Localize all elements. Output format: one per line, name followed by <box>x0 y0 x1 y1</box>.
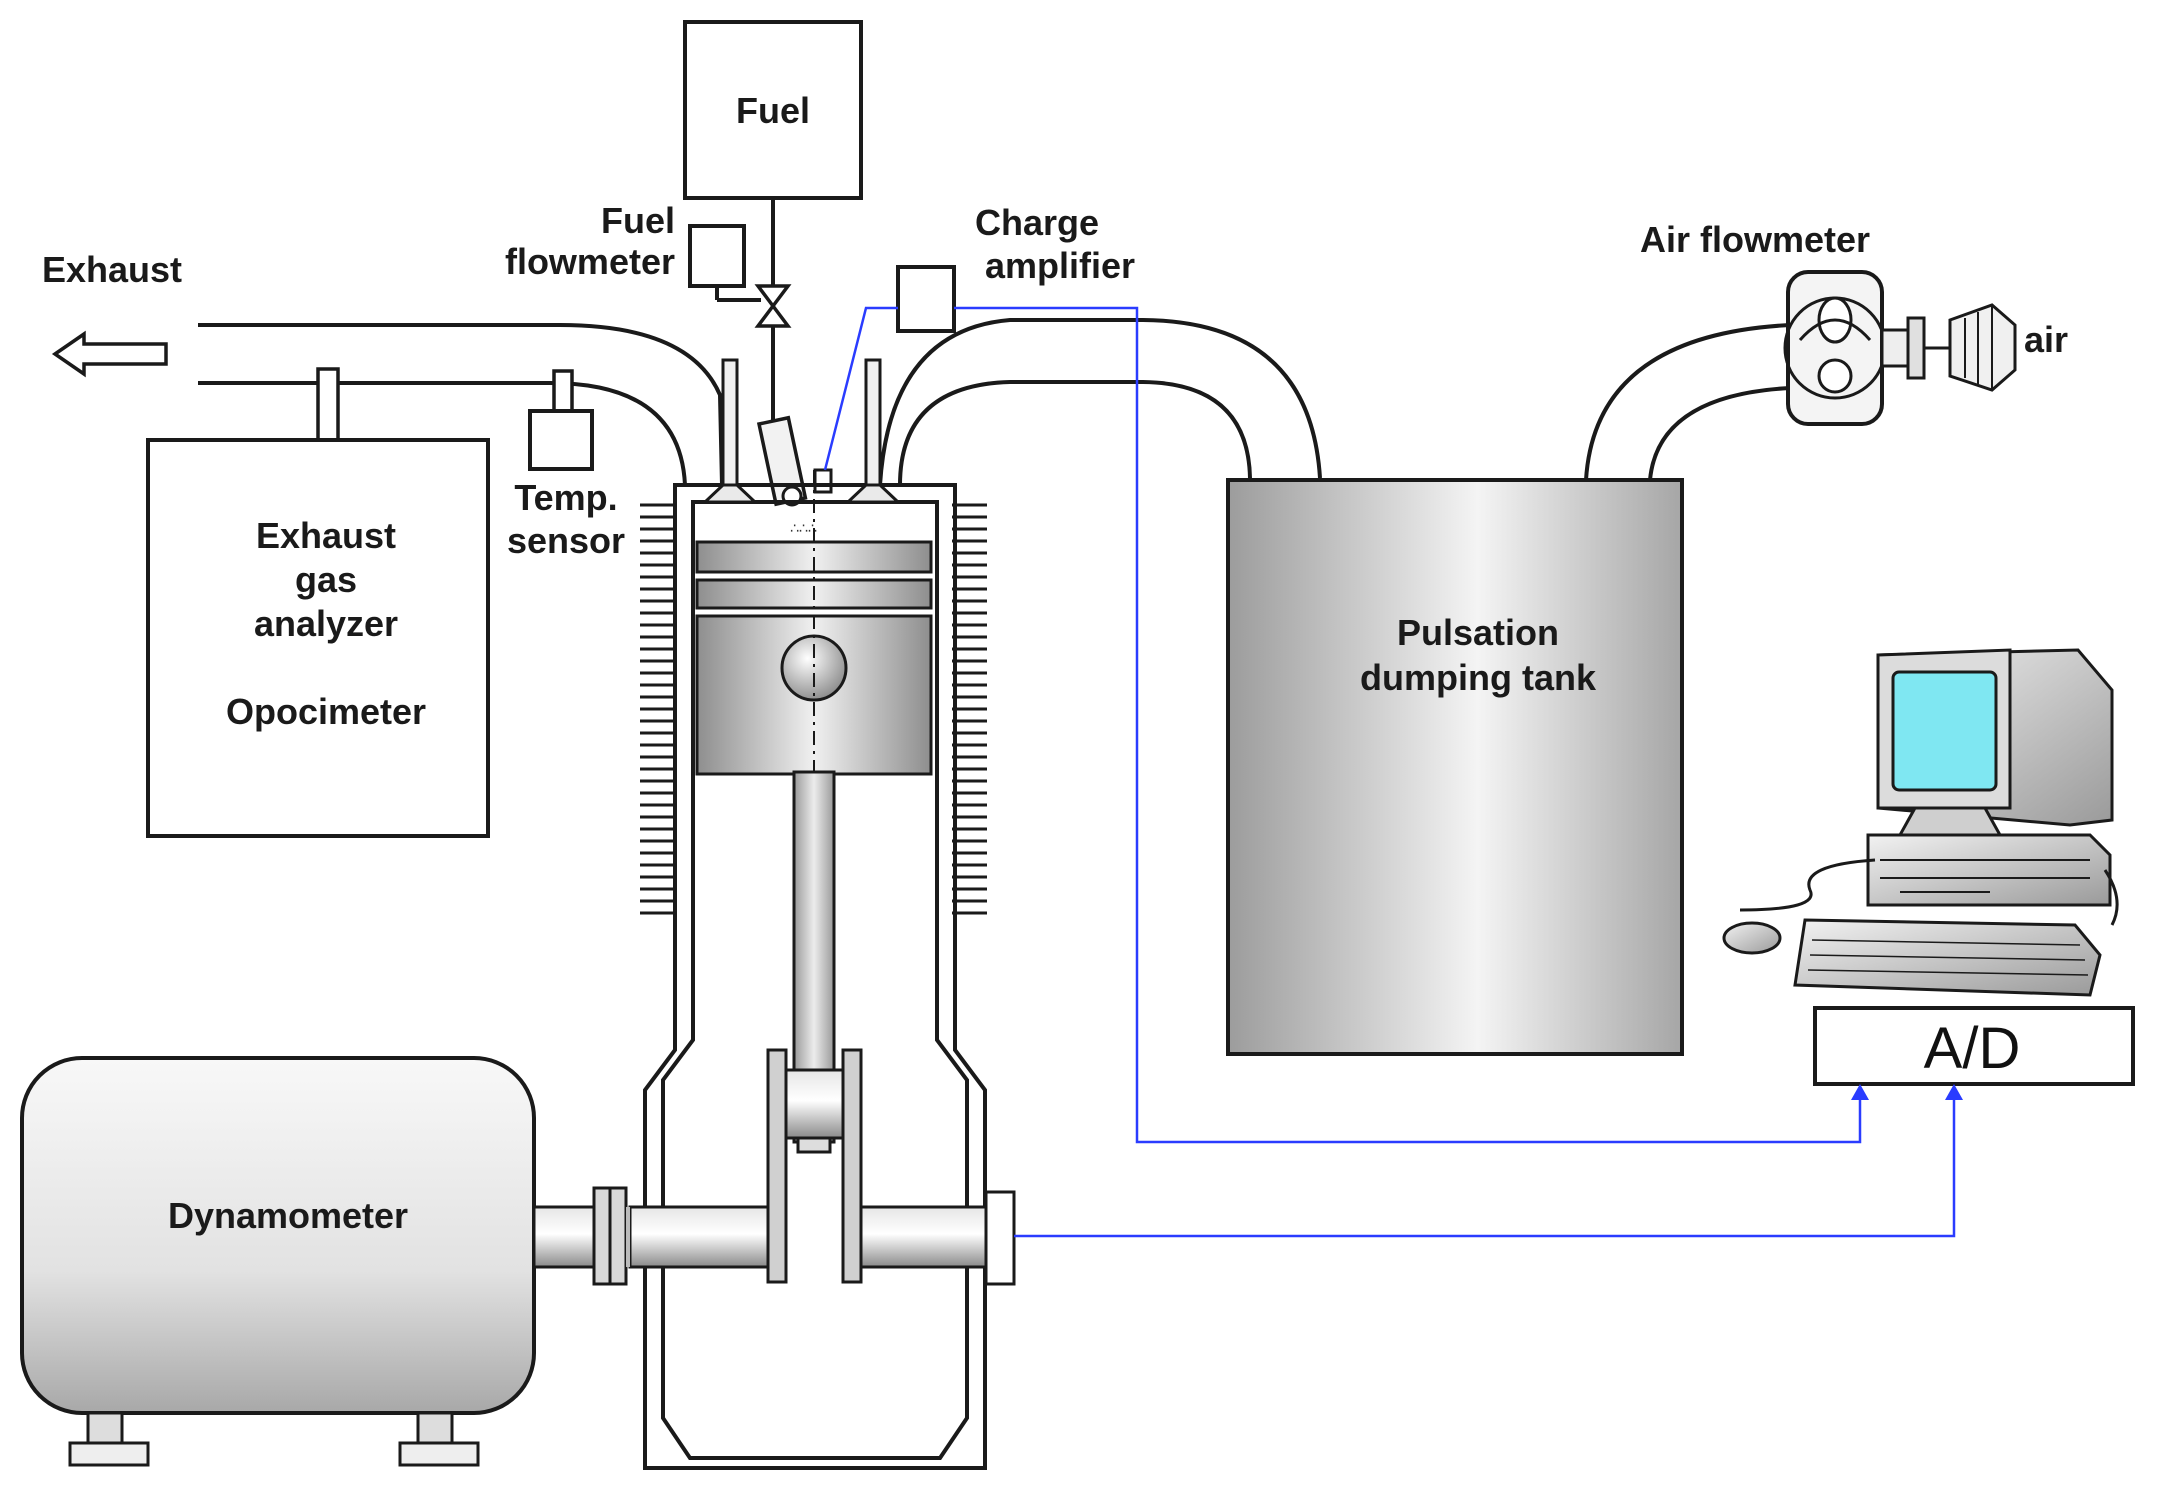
dyno-to-ad-line <box>1014 1097 1956 1238</box>
analyzer-label-2: gas <box>295 559 357 600</box>
temp-sensor: Temp. sensor <box>507 369 625 561</box>
monitor-screen <box>1891 670 1998 792</box>
ad-input-arrow-1 <box>1851 1084 1869 1100</box>
computer <box>1722 648 2119 997</box>
piston <box>695 470 933 790</box>
exhaust-label: Exhaust <box>42 249 182 290</box>
charge-amp-to-ad-line <box>954 306 1862 1144</box>
charge-amplifier-label-2: amplifier <box>985 245 1135 286</box>
dynamometer-label: Dynamometer <box>168 1195 408 1236</box>
analyzer-label-1: Exhaust <box>256 515 396 556</box>
crankshaft <box>628 1048 1016 1286</box>
analyzer-label-3: analyzer <box>254 603 398 644</box>
pressure-signal-line <box>823 306 898 471</box>
dynamometer: Dynamometer <box>20 1056 630 1467</box>
fuel-label: Fuel <box>736 90 810 131</box>
fuel-valve-icon <box>754 284 792 328</box>
air-flowmeter: Air flowmeter air <box>1640 219 2068 426</box>
intake-pipe <box>878 318 1322 486</box>
pulsation-tank: Pulsation dumping tank <box>1226 478 1684 1056</box>
air-intake-pipe <box>1584 323 1791 481</box>
cooling-fins-left <box>640 503 675 915</box>
charge-amplifier: Charge amplifier <box>896 202 1135 333</box>
pulsation-tank-label-1: Pulsation <box>1397 612 1559 653</box>
fuel-flowmeter-label-1: Fuel <box>601 200 675 241</box>
engine <box>628 358 1016 1470</box>
exhaust-valve <box>701 358 759 504</box>
intake-valve <box>844 358 902 504</box>
air-flowmeter-label: Air flowmeter <box>1640 219 1870 260</box>
ad-converter: A/D <box>1813 1006 2135 1086</box>
temp-sensor-label-2: sensor <box>507 520 625 561</box>
mouse <box>1722 921 1782 955</box>
pulsation-tank-label-2: dumping tank <box>1360 657 1597 698</box>
pressure-sensor <box>813 468 833 494</box>
ad-label: A/D <box>1924 1016 2021 1081</box>
exhaust-gas-analyzer: Exhaust gas analyzer Opocimeter <box>146 367 490 838</box>
charge-amplifier-label-1: Charge <box>975 202 1099 243</box>
fuel-injector: ∴∴∴ <box>756 415 817 537</box>
fuel-flowmeter: Fuel flowmeter <box>505 200 761 302</box>
computer-base-unit <box>1866 833 2112 907</box>
fuel-spray-icon: ∴∴∴ <box>790 521 817 537</box>
fuel-tank: Fuel <box>683 20 863 200</box>
ad-input-arrow-2 <box>1945 1084 1963 1100</box>
air-label: air <box>2024 319 2068 360</box>
fuel-flowmeter-label-2: flowmeter <box>505 241 675 282</box>
signal-lines <box>954 306 1963 1238</box>
cooling-fins-right <box>952 503 987 915</box>
opocimeter-label: Opocimeter <box>226 691 426 732</box>
exhaust-arrow-icon <box>51 330 168 378</box>
temp-sensor-label-1: Temp. <box>514 477 617 518</box>
